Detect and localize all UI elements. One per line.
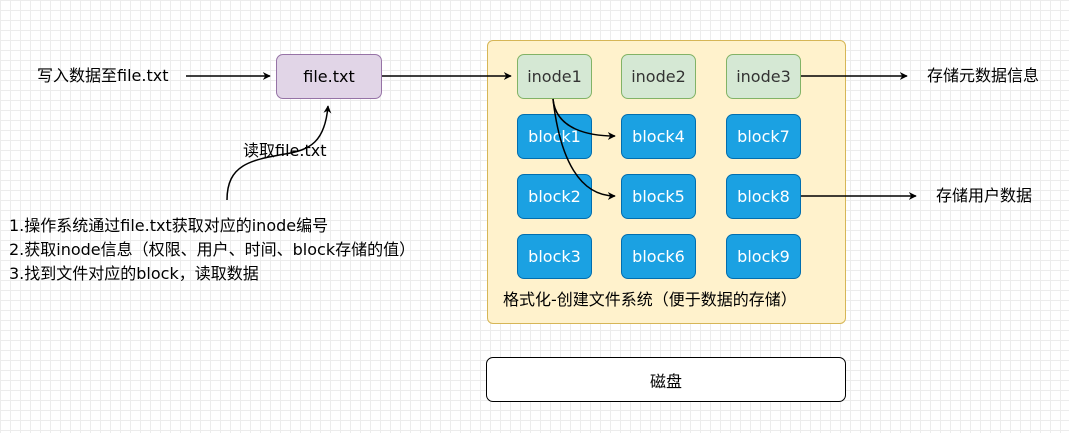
disk-node[interactable]: 磁盘 bbox=[486, 357, 846, 402]
block-label: block2 bbox=[528, 187, 581, 206]
block-node[interactable]: block7 bbox=[726, 114, 801, 159]
block-node[interactable]: block6 bbox=[621, 234, 696, 279]
block-label: block4 bbox=[632, 127, 685, 146]
disk-label: 磁盘 bbox=[649, 371, 682, 391]
file-node[interactable]: file.txt bbox=[276, 54, 382, 99]
block-node[interactable]: block2 bbox=[517, 174, 592, 219]
inode-node[interactable]: inode2 bbox=[621, 54, 696, 99]
file-node-label: file.txt bbox=[303, 67, 355, 86]
inode-label: inode1 bbox=[527, 67, 582, 86]
step-3-text: 3.找到文件对应的block，读取数据 bbox=[9, 264, 259, 283]
step-2-text: 2.获取inode信息（权限、用户、时间、block存储的值） bbox=[9, 240, 416, 259]
block-node[interactable]: block9 bbox=[726, 234, 801, 279]
block-label: block6 bbox=[632, 247, 685, 266]
block-label: block9 bbox=[737, 247, 790, 266]
inode-label: inode2 bbox=[631, 67, 686, 86]
inode-node[interactable]: inode1 bbox=[517, 54, 592, 99]
block-label: block8 bbox=[737, 187, 790, 206]
block-label: block1 bbox=[528, 127, 581, 146]
filesystem-caption: 格式化-创建文件系统（便于数据的存储） bbox=[503, 290, 797, 309]
read-file-label: 读取file.txt bbox=[243, 141, 327, 160]
block-label: block5 bbox=[632, 187, 685, 206]
inode-label: inode3 bbox=[736, 67, 791, 86]
write-data-label: 写入数据至file.txt bbox=[37, 66, 169, 85]
arrow-read-to-file bbox=[226, 105, 332, 201]
arrow-inode1-to-block4 bbox=[552, 98, 616, 140]
block-node[interactable]: block4 bbox=[621, 114, 696, 159]
arrow-inode1-to-block5 bbox=[552, 98, 616, 200]
block-node[interactable]: block3 bbox=[517, 234, 592, 279]
store-userdata-label: 存储用户数据 bbox=[936, 186, 1033, 205]
block-node[interactable]: block5 bbox=[621, 174, 696, 219]
block-label: block7 bbox=[737, 127, 790, 146]
store-metadata-label: 存储元数据信息 bbox=[927, 66, 1040, 85]
block-label: block3 bbox=[528, 247, 581, 266]
inode-node[interactable]: inode3 bbox=[726, 54, 801, 99]
step-1-text: 1.操作系统通过file.txt获取对应的inode编号 bbox=[9, 216, 329, 235]
block-node[interactable]: block8 bbox=[726, 174, 801, 219]
